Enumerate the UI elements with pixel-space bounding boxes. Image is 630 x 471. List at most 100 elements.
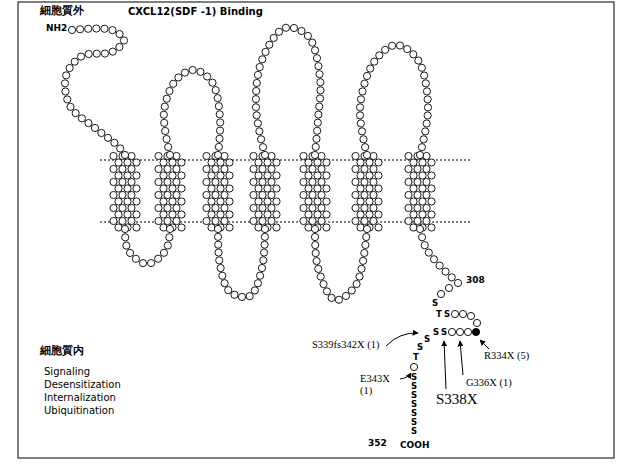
residue-circle	[165, 143, 172, 150]
residue-circle	[109, 27, 116, 34]
residue-circle	[405, 217, 412, 224]
residue-circle	[72, 110, 79, 117]
residue-circle	[204, 73, 211, 80]
residue-circle	[428, 185, 435, 192]
residue-circle	[124, 198, 131, 205]
residue-circle	[396, 42, 403, 49]
residue-circle	[85, 119, 92, 126]
residue-circle	[268, 217, 275, 224]
residue-circle	[178, 159, 185, 166]
residue-circle	[342, 292, 349, 299]
residue-circle	[311, 233, 318, 240]
residue-circle	[208, 224, 215, 231]
residue-circle	[448, 274, 455, 281]
residue-circle	[421, 72, 428, 79]
residue-circle	[128, 204, 135, 211]
residue-circle	[428, 211, 435, 218]
residue-circle	[212, 165, 219, 172]
residue-circle	[203, 178, 210, 185]
residue-circle	[115, 198, 122, 205]
residue-circle	[160, 185, 167, 192]
residue-circle	[250, 152, 257, 159]
residue-circle	[124, 172, 131, 179]
residue-circle	[64, 96, 71, 103]
mutation-arrow	[480, 340, 489, 349]
residue-circle	[155, 217, 162, 224]
residue-circle	[300, 178, 307, 185]
residue-circle	[119, 165, 126, 172]
residue-circle	[259, 165, 266, 172]
residue-circle	[133, 159, 140, 166]
residue-circle	[238, 293, 245, 300]
residue-circle	[256, 272, 263, 279]
residue-circle	[261, 225, 268, 232]
residue-circle	[217, 185, 224, 192]
residue-circle	[166, 151, 173, 158]
residue-circle	[361, 217, 368, 224]
residue-circle	[305, 211, 312, 218]
residue-circle	[256, 63, 263, 70]
residue-circle	[318, 178, 325, 185]
residue-circle	[77, 26, 84, 33]
residue-circle	[173, 217, 180, 224]
residue-circle	[268, 204, 275, 211]
residue-circle	[318, 165, 325, 172]
residue-circle	[315, 63, 322, 70]
residue-circle	[451, 310, 458, 317]
residue-letter: S	[433, 328, 439, 337]
residue-circle	[163, 95, 170, 102]
residue-letter: S	[411, 400, 417, 409]
residue-circle	[314, 198, 321, 205]
residue-circle	[323, 288, 330, 295]
residue-circle	[360, 136, 367, 143]
residue-circle	[124, 185, 131, 192]
residue-circle	[160, 249, 167, 256]
residue-circle	[375, 159, 382, 166]
residue-letter: T	[413, 353, 419, 362]
residue-circle	[110, 165, 117, 172]
residue-circle	[254, 280, 261, 287]
residue-circle	[414, 165, 421, 172]
residue-circle	[311, 151, 318, 158]
residue-circle	[259, 217, 266, 224]
residue-circle	[85, 50, 92, 57]
residue-circle	[231, 291, 238, 298]
residue-circle	[315, 265, 322, 272]
residue-circle	[375, 211, 382, 218]
residue-circle	[361, 178, 368, 185]
residue-circle	[110, 152, 117, 159]
residue-circle	[323, 224, 330, 231]
residue-circle	[317, 87, 324, 94]
mutation-label: S338X	[436, 391, 478, 408]
residue-circle	[273, 159, 280, 166]
residue-circle	[217, 119, 224, 126]
residue-circle	[250, 204, 257, 211]
residue-circle	[323, 198, 330, 205]
residue-circle	[124, 211, 131, 218]
residue-circle	[421, 242, 428, 249]
residue-circle	[217, 198, 224, 205]
residue-circle	[264, 185, 271, 192]
residue-circle	[221, 178, 228, 185]
residue-circle	[273, 198, 280, 205]
function-label: Internalization	[44, 392, 116, 404]
residue-circle	[203, 204, 210, 211]
residue-circle	[251, 287, 258, 294]
residue-circle	[376, 52, 383, 59]
residue-circle	[133, 224, 140, 231]
residue-circle	[203, 191, 210, 198]
residue-circle	[101, 25, 108, 32]
residue-circle	[133, 198, 140, 205]
residue-circle	[77, 53, 84, 60]
residue-circle	[423, 120, 430, 127]
residue-circle	[162, 127, 169, 134]
residue-circle	[246, 293, 253, 300]
residue-circle	[161, 119, 168, 126]
residue-circle	[315, 111, 322, 118]
residue-circle	[132, 255, 139, 262]
mutated-residue-dot	[472, 328, 479, 335]
residue-circle	[375, 198, 382, 205]
residue-circle	[382, 46, 389, 53]
residue-circle	[273, 224, 280, 231]
